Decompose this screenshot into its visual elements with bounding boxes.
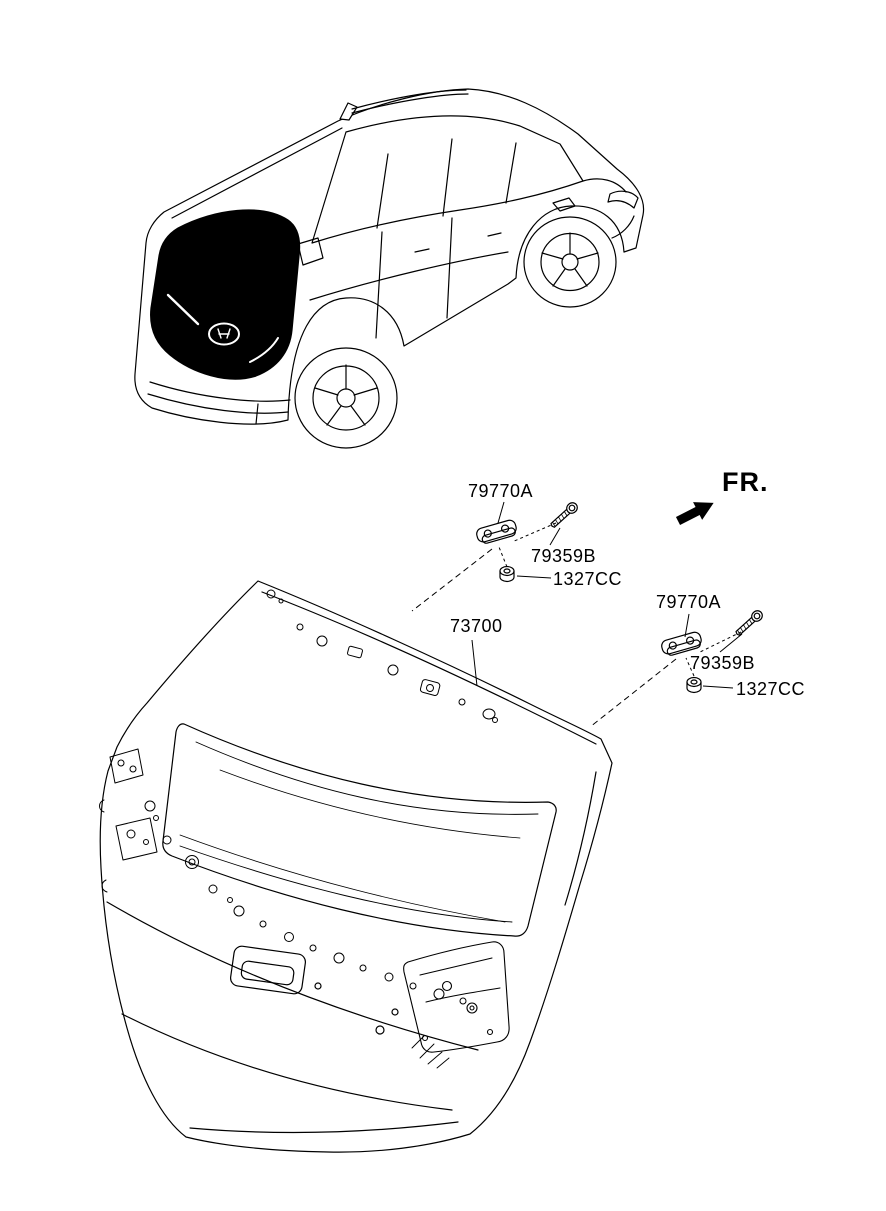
vehicle-body-outline — [134, 88, 645, 425]
flange-bolt-upper — [550, 502, 578, 528]
glass-seen-through-line-1 — [219, 769, 521, 839]
rear-wiper-line — [166, 293, 200, 326]
lower-crease-2 — [121, 1013, 453, 1111]
rear-bumper-seam — [255, 403, 259, 425]
rear-bumper-line-1 — [149, 381, 291, 402]
vehicle-rear-quarter-illustration — [134, 88, 645, 449]
spoiler-inner-edge — [261, 591, 597, 745]
dashed-locator-lower — [589, 658, 677, 728]
tailgate-hinge-upper — [476, 519, 517, 544]
part-label-hinge-upper: 79770A — [468, 481, 534, 501]
flange-nut-lower — [686, 676, 702, 694]
side-mirror — [552, 197, 576, 212]
b-pillar-line — [376, 153, 389, 229]
front-door-cutline — [446, 217, 453, 319]
hardware-upper-set — [476, 502, 578, 583]
d-pillar-line — [505, 142, 517, 204]
spoiler-band-holes — [266, 589, 498, 723]
panel-hole-band — [144, 800, 467, 1005]
roof-rail-line — [351, 89, 467, 110]
door-handle-rear — [414, 248, 430, 253]
tailgate-outer-outline — [99, 580, 613, 1153]
leader-bolt-upper — [549, 527, 561, 546]
side-glass-outline — [311, 115, 584, 244]
front-direction-label: FR. — [722, 467, 769, 497]
right-inner-line — [564, 771, 597, 906]
brand-logo-badge — [208, 322, 240, 346]
part-label-hinge-lower: 79770A — [656, 592, 722, 612]
rear-wheel — [294, 347, 398, 449]
part-label-tailgate-panel: 73700 — [450, 616, 503, 636]
dashed-locator-upper — [411, 548, 493, 612]
leader-hinge-lower — [684, 613, 690, 638]
tail-lamp-aperture — [403, 941, 510, 1069]
glass-seen-through-line-2 — [179, 834, 506, 923]
door-handle-front — [487, 232, 502, 237]
leader-lines — [411, 501, 743, 728]
recess-side-hole — [314, 982, 322, 990]
hardware-lower-set — [661, 610, 763, 694]
lower-hole-1 — [391, 1008, 399, 1016]
body-crease-line — [309, 251, 509, 301]
leader-bolt-lower — [719, 633, 743, 653]
flange-nut-upper — [499, 565, 515, 583]
left-edge-brackets — [99, 748, 158, 893]
flange-bolt-lower — [735, 610, 763, 636]
leader-tailgate — [471, 639, 478, 687]
window-opening — [162, 723, 557, 937]
hood-fender-line — [582, 178, 627, 193]
glass-highlight-line — [249, 337, 279, 363]
front-bumper-line — [611, 215, 635, 239]
tailgate-hinge-lower — [661, 631, 702, 656]
dashed-bolt-axis-upper — [511, 522, 557, 543]
dashed-nut-axis-upper — [498, 546, 508, 568]
roof-rail-line-2 — [351, 93, 469, 114]
rear-door-cutline — [375, 231, 383, 339]
headlamp-outline — [607, 190, 639, 209]
part-label-bolt-upper: 79359B — [531, 546, 597, 566]
tailgate-edge-line — [171, 127, 343, 219]
tailgate-panel-illustration — [99, 580, 613, 1153]
bottom-inner-line — [189, 1121, 459, 1134]
window-opening-inner-line — [179, 741, 539, 923]
lower-hole-2 — [375, 1025, 385, 1035]
part-label-nut-upper: 1327CC — [553, 569, 623, 589]
tailgate-glass-blackout — [150, 209, 301, 380]
front-wheel — [523, 216, 617, 308]
rear-bumper-line-2 — [147, 393, 289, 414]
lower-crease-1 — [106, 901, 479, 1051]
leader-nut-lower — [702, 685, 734, 689]
roof-antenna-fin — [339, 102, 358, 121]
dashed-bolt-axis-lower — [697, 631, 742, 654]
c-pillar-line — [442, 138, 453, 217]
part-label-nut-lower: 1327CC — [736, 679, 806, 699]
part-label-bolt-lower: 79359B — [690, 653, 756, 673]
leader-nut-upper — [516, 575, 552, 579]
front-direction-arrow-icon — [675, 502, 714, 526]
leader-hinge-upper — [497, 501, 505, 524]
rear-combination-lamp — [297, 237, 324, 266]
